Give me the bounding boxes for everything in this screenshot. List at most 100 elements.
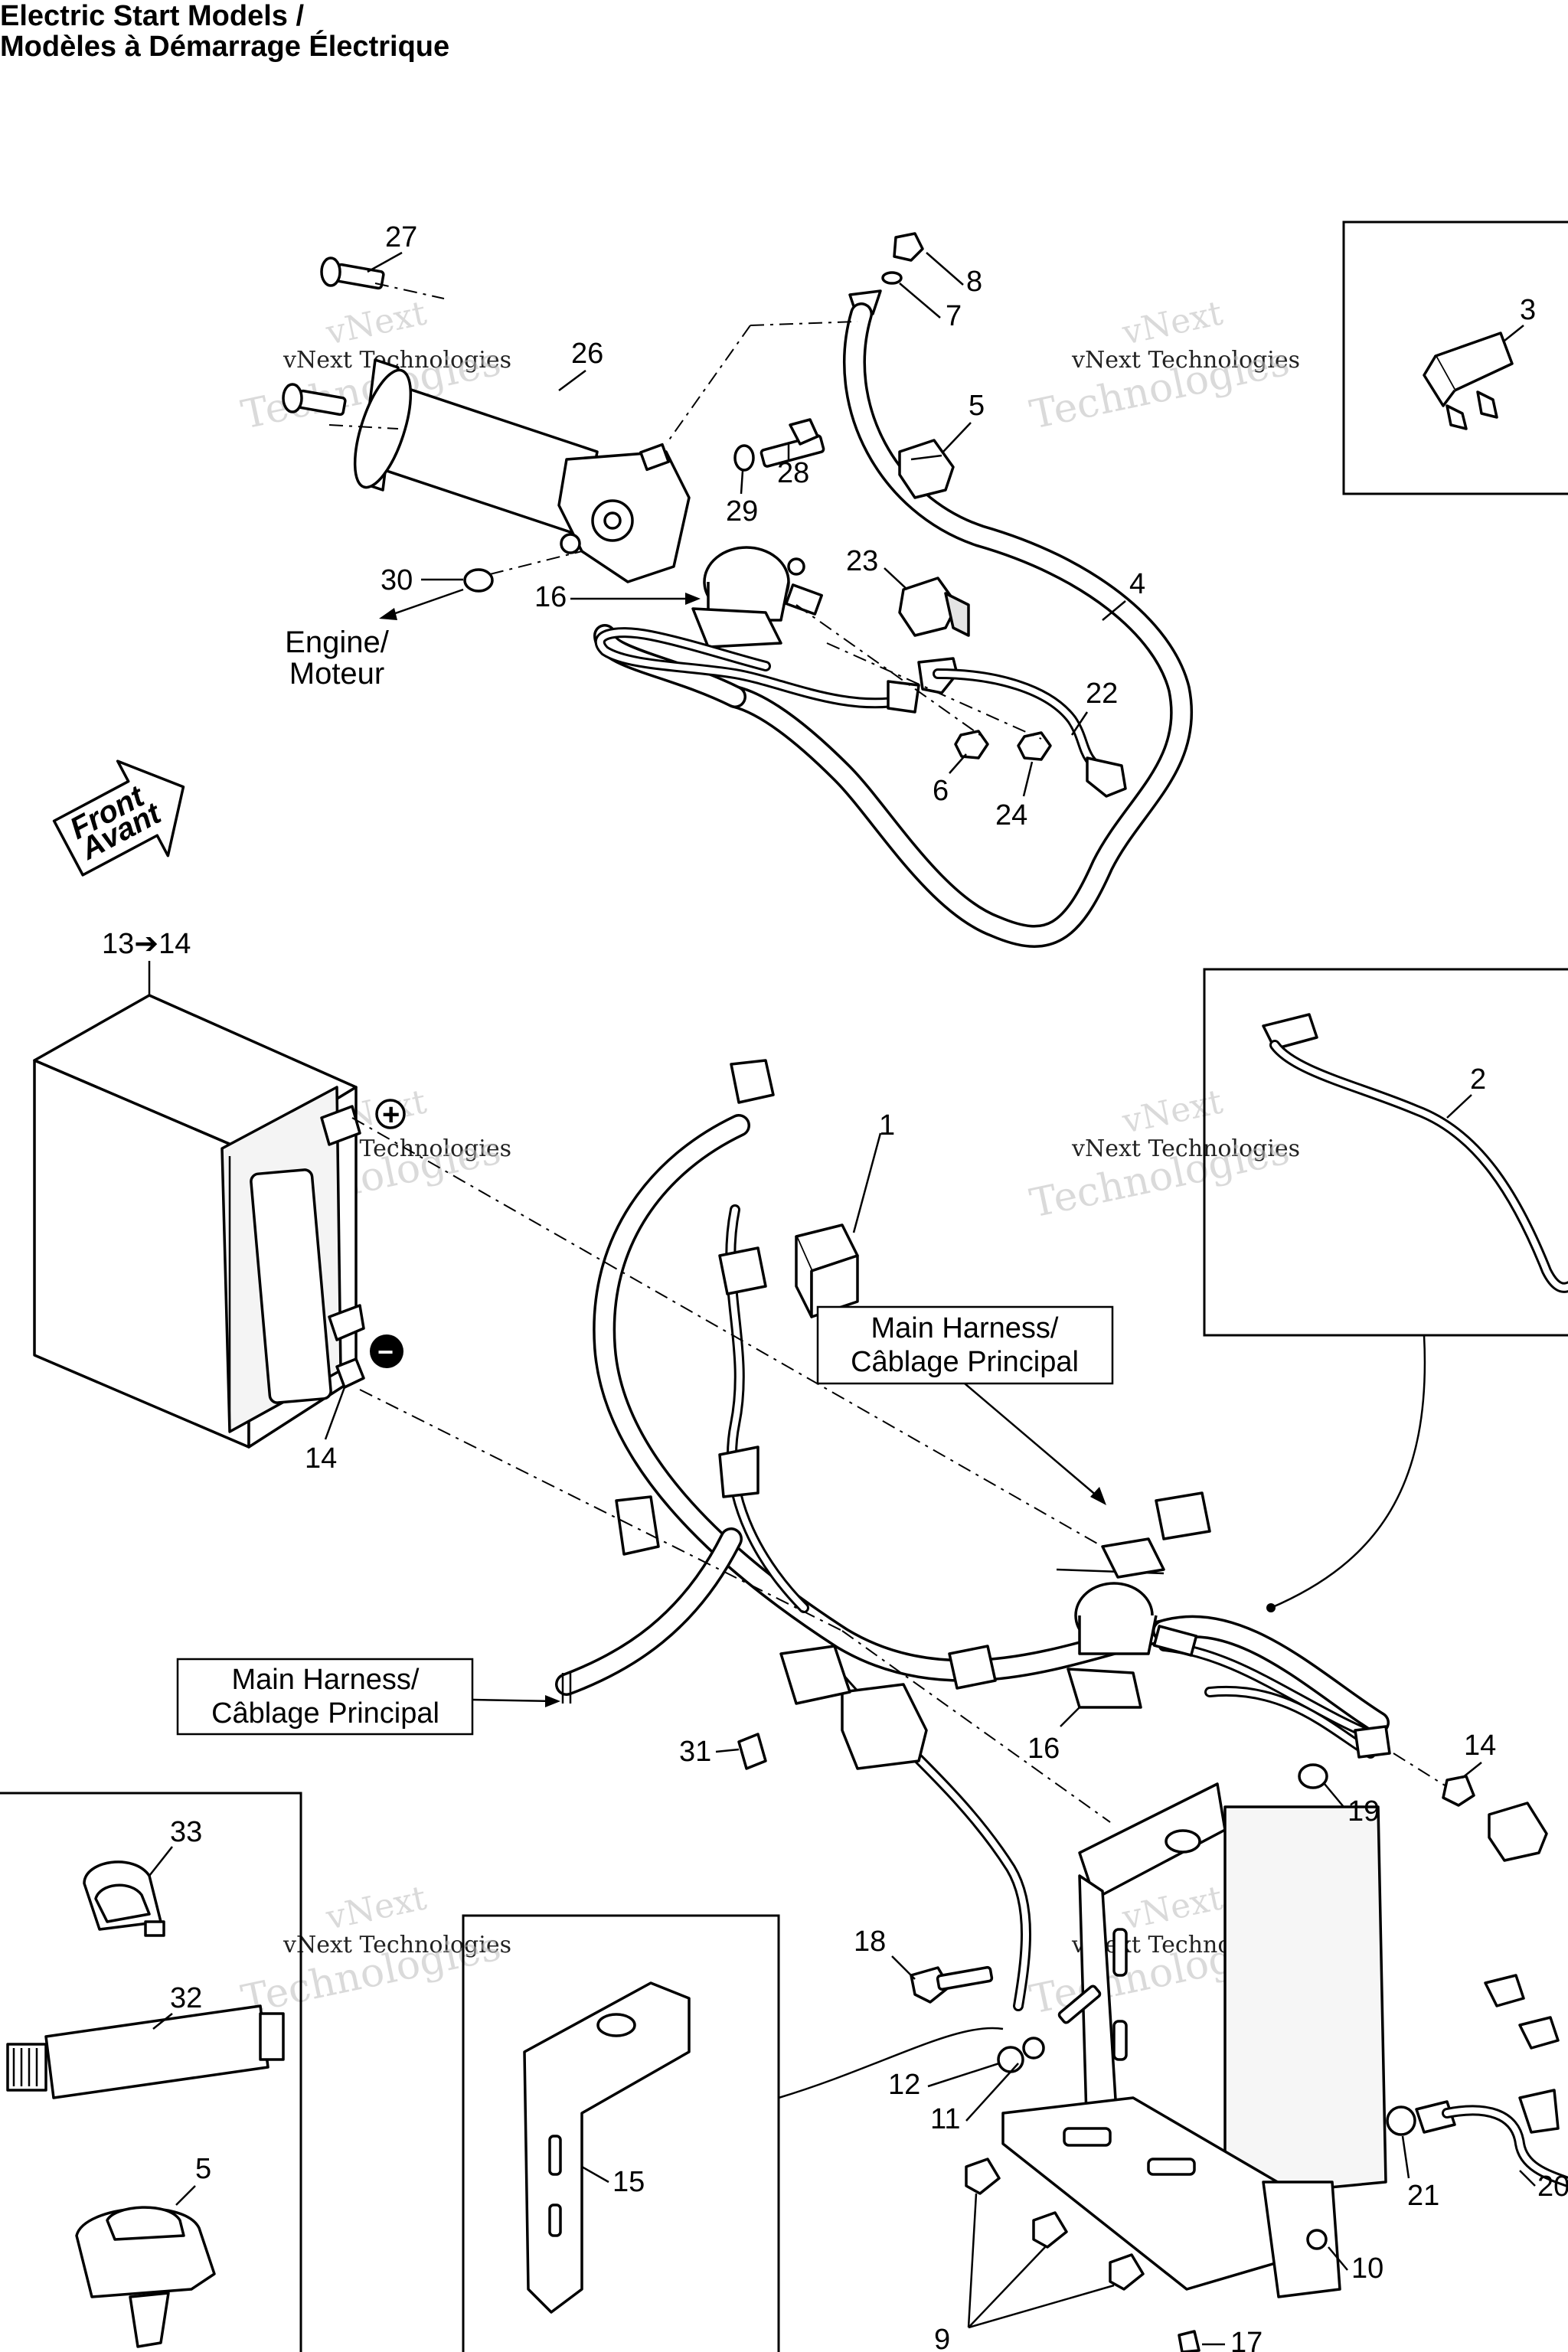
callout-16-mid: 16 <box>1027 1733 1060 1765</box>
callout-31: 31 <box>679 1736 711 1768</box>
inset-box-lead <box>1203 968 1568 1337</box>
callout-26: 26 <box>571 338 603 370</box>
tray-bolts <box>910 1965 1560 2352</box>
callout-13-14: 13➔14 <box>102 928 191 960</box>
callout-7: 7 <box>946 300 962 332</box>
svg-text:vNext: vNext <box>322 1878 430 1938</box>
dash-line <box>328 424 399 430</box>
inset-leader-dot <box>1266 1603 1276 1612</box>
dash-line <box>1393 1753 1455 1792</box>
bracket-15 <box>523 1981 691 2314</box>
callout-12: 12 <box>888 2069 920 2101</box>
callout-3: 3 <box>1520 294 1536 326</box>
watermark-top-right: vNext vNext Technologies Technologies <box>1026 293 1300 438</box>
page-title-line1: Electric Start Models / <box>0 0 305 32</box>
dash-line <box>665 325 751 445</box>
svg-text:−: − <box>377 1336 394 1367</box>
callout-27: 27 <box>385 221 417 253</box>
callout-21: 21 <box>1407 2180 1439 2212</box>
callout-18: 18 <box>854 1926 886 1958</box>
callout-29: 29 <box>726 495 758 528</box>
callout-2: 2 <box>1470 1063 1486 1096</box>
svg-text:Moteur: Moteur <box>289 657 385 691</box>
cap-31 <box>737 1733 767 1770</box>
bracket-leader-line <box>778 2027 1004 2099</box>
boot-23 <box>898 577 970 637</box>
svg-text:+: + <box>382 1098 400 1132</box>
nut-19 <box>1298 1763 1328 1789</box>
callout-33: 33 <box>170 1816 202 1848</box>
watermark-bottom-left: vNext vNext Technologies Technologies <box>237 1878 511 2023</box>
harness-leaders <box>472 1383 1106 1707</box>
solenoid-16-mid <box>1067 1582 1198 1709</box>
callouts: 27 26 8 7 5 28 29 30 16 23 4 22 6 <box>102 221 1568 2352</box>
clip-5-bottom <box>75 2206 216 2348</box>
main-harness-label-lower: Main Harness/ Câblage Principal <box>176 1658 474 1736</box>
callout-10: 10 <box>1351 2252 1383 2285</box>
ground-cable-20 <box>1386 2089 1568 2187</box>
callout-14: 14 <box>305 1442 337 1475</box>
callout-15: 15 <box>612 2166 645 2198</box>
svg-text:Engine/: Engine/ <box>285 626 390 659</box>
dash-line <box>841 1630 1111 1823</box>
callout-14-right: 14 <box>1464 1730 1496 1762</box>
callout-20: 20 <box>1537 2171 1568 2203</box>
starter-motor <box>353 358 691 583</box>
clip-33 <box>83 1860 165 1937</box>
callout-24: 24 <box>995 799 1027 831</box>
front-arrow: Front Avant <box>52 760 185 877</box>
callout-19: 19 <box>1348 1795 1380 1828</box>
solenoid-lead <box>594 627 920 714</box>
dash-line <box>351 1117 1103 1547</box>
dash-line <box>374 283 445 299</box>
dash-line <box>826 642 1042 740</box>
svg-text:vNext: vNext <box>1119 293 1227 353</box>
callout-8: 8 <box>966 266 982 298</box>
starter-bolts <box>282 256 385 416</box>
engine-label: Engine/ Moteur <box>285 588 464 691</box>
svg-text:Câblage Principal: Câblage Principal <box>851 1346 1079 1378</box>
cable-22 <box>917 657 1127 798</box>
dash-line <box>750 321 858 326</box>
svg-text:vNext: vNext <box>322 293 430 353</box>
inset-leader-line <box>1270 1334 1426 1609</box>
battery-positive-terminal: + <box>320 1098 406 1146</box>
svg-text:vNext Technologies: vNext Technologies <box>283 1932 511 1958</box>
clip-5-top <box>898 439 955 499</box>
washers-11-12 <box>997 2037 1045 2073</box>
dash-line <box>359 1389 843 1632</box>
callout-32: 32 <box>170 1982 202 2014</box>
callout-9: 9 <box>934 2324 950 2352</box>
inset-box-bracket <box>462 1914 780 2352</box>
svg-text:vNext Technologies: vNext Technologies <box>1071 1135 1300 1162</box>
callout-6: 6 <box>933 775 949 807</box>
dash-line <box>795 604 981 736</box>
callout-16: 16 <box>534 581 567 613</box>
callout-4: 4 <box>1129 568 1145 600</box>
fuse-3 <box>1423 332 1514 430</box>
relay-1 <box>795 1223 859 1340</box>
callout-11: 11 <box>930 2103 960 2135</box>
nut-24 <box>1017 731 1052 761</box>
battery-13: + − <box>33 994 406 1449</box>
dash-line <box>489 550 583 575</box>
tube-32 <box>6 2004 285 2099</box>
callout-1: 1 <box>879 1109 895 1142</box>
inset-box-fuse <box>1342 220 1568 495</box>
inset-box-accessories <box>0 1792 302 2352</box>
callout-28: 28 <box>777 457 809 489</box>
svg-text:vNext Technologies: vNext Technologies <box>1071 347 1300 374</box>
page-title-line2: Modèles à Démarrage Électrique <box>0 31 450 63</box>
solenoid-16-top <box>691 546 823 648</box>
battery-bolt-14 <box>1442 1775 1548 1862</box>
callout-17: 17 <box>1230 2327 1263 2352</box>
svg-text:Main Harness/: Main Harness/ <box>232 1664 420 1696</box>
callout-5: 5 <box>969 390 985 422</box>
bolt-28 <box>733 418 825 472</box>
lead-2 <box>1262 1013 1568 1293</box>
callout-23: 23 <box>846 545 878 577</box>
callout-30: 30 <box>381 564 413 596</box>
washer-30 <box>463 568 494 593</box>
